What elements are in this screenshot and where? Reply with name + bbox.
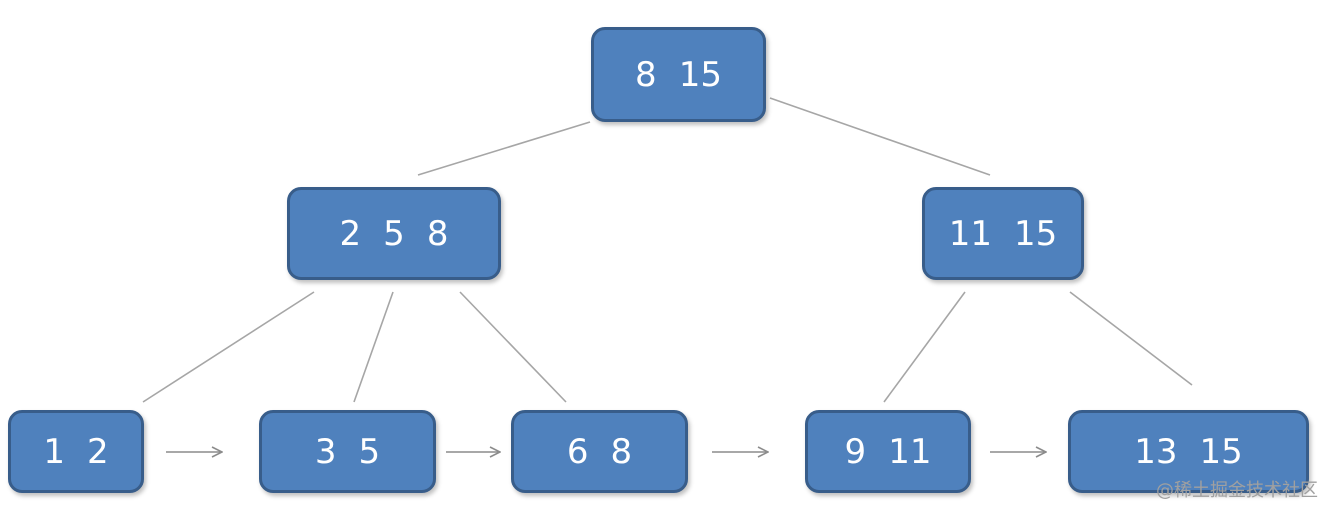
- watermark: @稀土掘金技术社区: [1156, 480, 1318, 501]
- node-key: 15: [1199, 431, 1243, 472]
- tree-edge-internal-right-to-leaf-5: [1069, 291, 1193, 386]
- node-key: 8: [635, 54, 657, 95]
- node-key: 5: [383, 213, 405, 254]
- node-key: 8: [610, 431, 633, 472]
- tree-edge-internal-right-to-leaf-4: [883, 291, 966, 403]
- tree-edge-internal-left-to-leaf-3: [459, 291, 567, 403]
- root-node: 8 15: [591, 27, 766, 122]
- node-key: 9: [844, 431, 867, 472]
- node-key: 2: [87, 431, 109, 472]
- node-key: 13: [1134, 431, 1178, 472]
- node-key: 15: [678, 54, 722, 95]
- node-key: 3: [314, 431, 337, 472]
- node-key: 1: [43, 431, 65, 472]
- node-key: 8: [426, 213, 449, 254]
- node-key: 2: [339, 213, 362, 254]
- node-key: 11: [888, 431, 932, 472]
- tree-edge-internal-left-to-leaf-2: [353, 291, 394, 403]
- tree-edge-root-to-internal-right: [769, 97, 991, 176]
- tree-edge-internal-left-to-leaf-1: [142, 291, 315, 403]
- node-key: 11: [948, 213, 992, 254]
- node-key: 6: [566, 431, 589, 472]
- tree-edge-root-to-internal-left: [417, 121, 591, 176]
- leaf-node-4: 9 11: [805, 410, 971, 493]
- leaf-node-5: 13 15: [1068, 410, 1309, 493]
- internal-node-right: 11 15: [922, 187, 1084, 280]
- node-key: 5: [358, 431, 381, 472]
- node-key: 15: [1014, 213, 1058, 254]
